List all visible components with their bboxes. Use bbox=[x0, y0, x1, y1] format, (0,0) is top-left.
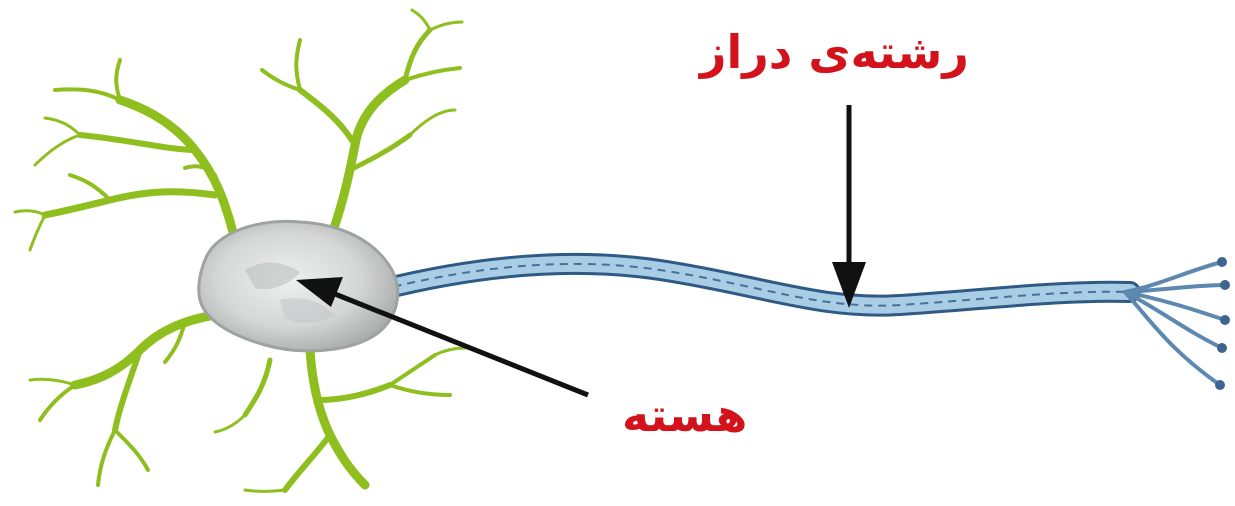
nucleus-pointer-arrow bbox=[330, 292, 588, 395]
cell-body bbox=[199, 221, 398, 351]
axon bbox=[380, 257, 1230, 390]
nucleus-label: هسته bbox=[622, 385, 747, 445]
pointer-arrows bbox=[296, 105, 866, 395]
axon-label: رشته‌ی دراز bbox=[700, 22, 969, 82]
